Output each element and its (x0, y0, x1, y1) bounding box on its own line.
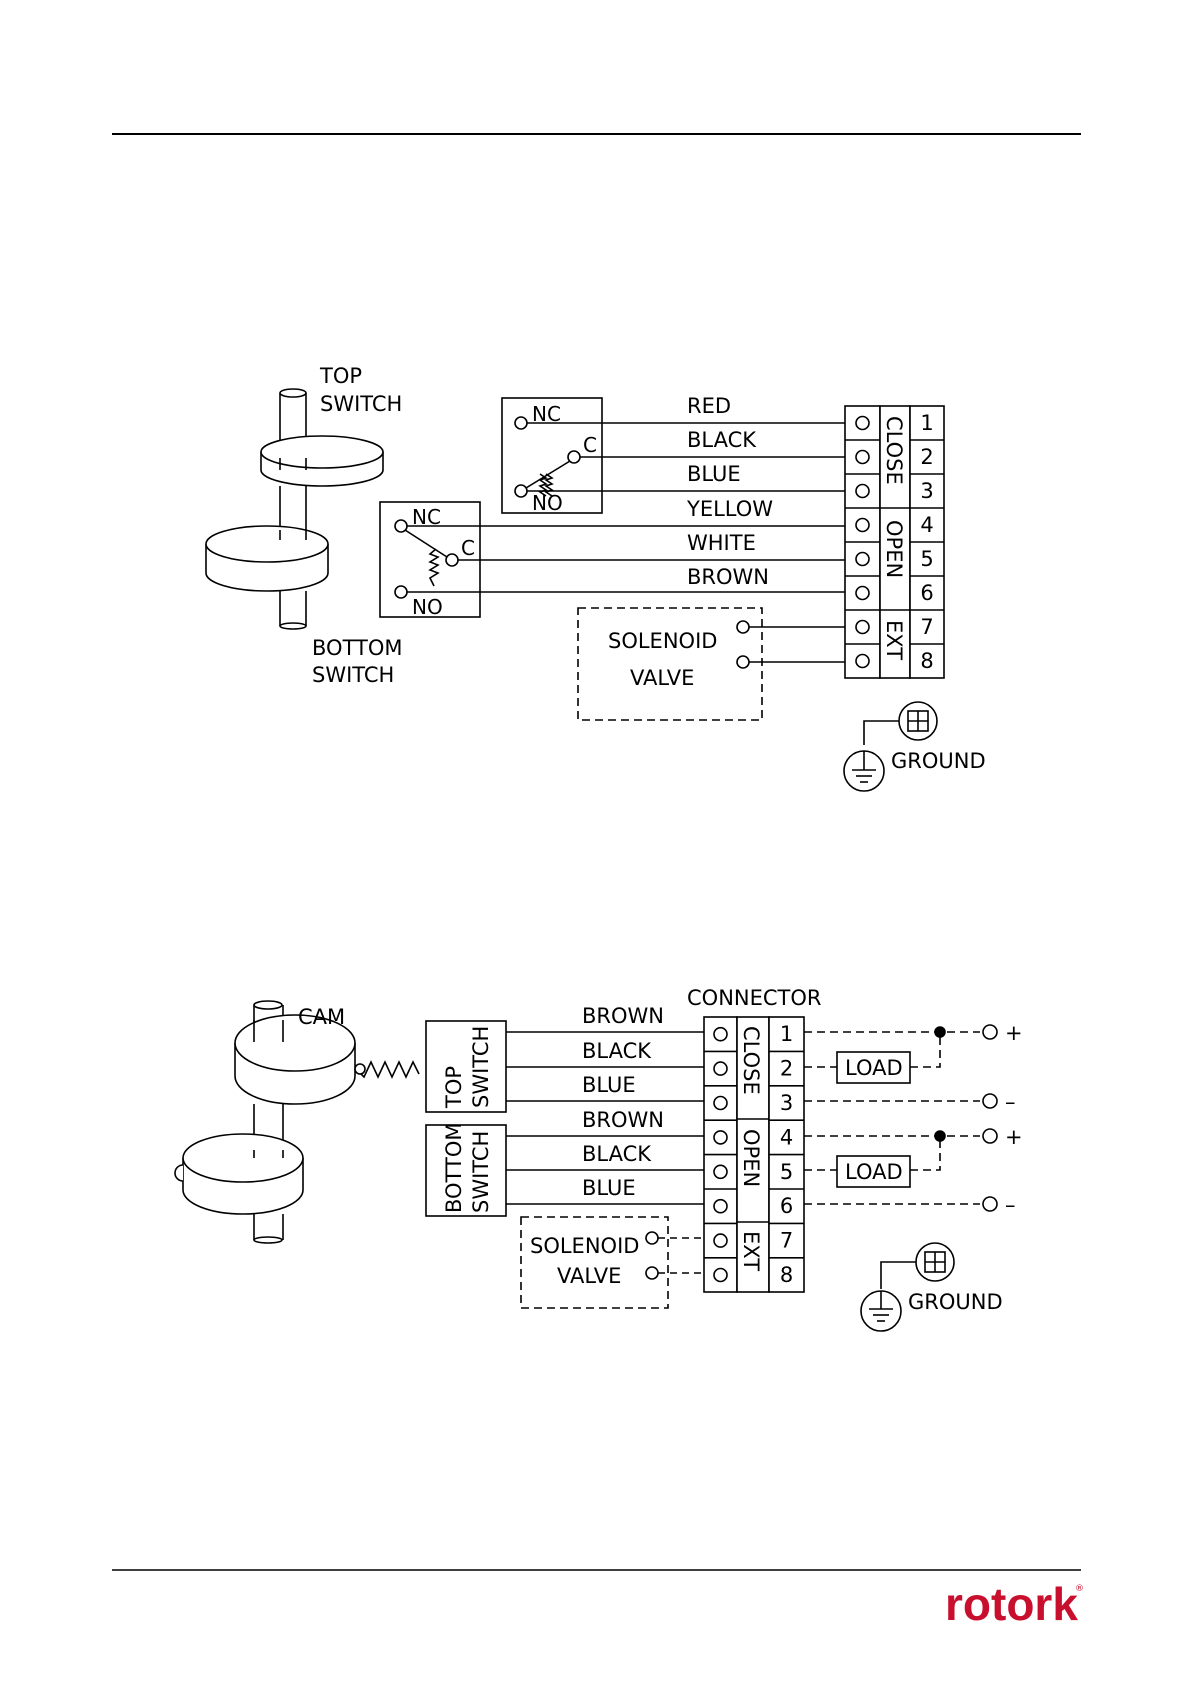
terminal-number-2: 2 (920, 445, 933, 469)
wire-label-2-5: BLACK (582, 1142, 652, 1166)
switch-stack-illustration-2 (175, 1001, 419, 1243)
bottom-box-nc: NC (412, 505, 441, 529)
top-switch-box-2 (426, 1021, 506, 1112)
rotork-logo: rotork ® (945, 1578, 1084, 1630)
bottom-switch-label-2: SWITCH (312, 663, 394, 687)
terminal-screw-7 (714, 1234, 727, 1247)
terminal-number-5: 5 (920, 547, 933, 571)
terminal-number-4: 4 (920, 513, 933, 537)
terminal-screw-1 (856, 417, 869, 430)
wire-label-2-2: BLACK (582, 1039, 652, 1063)
bottom-box-no: NO (412, 595, 443, 619)
terminal-number-6: 6 (920, 581, 933, 605)
terminal-screw-6 (714, 1200, 727, 1213)
terminal-screw-2 (856, 451, 869, 464)
plus-label-1: + (1005, 1021, 1023, 1045)
solenoid-label-2b: VALVE (557, 1264, 621, 1288)
bottom-switch-label-1: BOTTOM (312, 636, 403, 660)
group-close-1: CLOSE (882, 416, 906, 485)
diagram-1-labels: TOP SWITCH BOTTOM SWITCH NC C NO NC C NO… (312, 364, 986, 773)
top-switch-label-2: SWITCH (320, 392, 402, 416)
diagram-2-labels: CAM CONNECTOR TOP SWITCH BOTTOM SWITCH B… (298, 986, 1023, 1314)
terminal-number-8: 8 (920, 649, 933, 673)
wire-label-brown: BROWN (687, 565, 769, 589)
terminal-number-3: 3 (780, 1091, 793, 1115)
terminal-screw-6 (856, 587, 869, 600)
terminal-number-7: 7 (920, 615, 933, 639)
wire-label-2-4: BROWN (582, 1108, 664, 1132)
terminal-screw-3 (714, 1097, 727, 1110)
bottom-box-c: C (461, 536, 475, 560)
minus-label-1: – (1005, 1090, 1016, 1114)
bottom-switch-label-a: BOTTOM (442, 1122, 466, 1213)
ground-label-2: GROUND (908, 1290, 1003, 1314)
plus-label-2: + (1005, 1125, 1023, 1149)
cam-label: CAM (298, 1005, 345, 1029)
terminal-screw-8 (856, 655, 869, 668)
terminal-screw-8 (714, 1269, 727, 1282)
wire-label-red: RED (687, 394, 731, 418)
solenoid-label-2: VALVE (630, 666, 694, 690)
solenoid-box-1 (578, 608, 762, 720)
wire-label-2-6: BLUE (582, 1176, 636, 1200)
terminal-screw-5 (856, 553, 869, 566)
load-label-2: LOAD (845, 1160, 903, 1184)
load-label-1: LOAD (845, 1056, 903, 1080)
minus-label-2: – (1005, 1193, 1016, 1217)
wire-label-blue: BLUE (687, 462, 741, 486)
terminal-screw-3 (856, 485, 869, 498)
group-close-2: CLOSE (739, 1026, 763, 1095)
solenoid-label-1: SOLENOID (608, 629, 717, 653)
group-ext-1: EXT (882, 620, 906, 660)
terminal-number-4: 4 (780, 1125, 793, 1149)
terminal-screw-5 (714, 1165, 727, 1178)
wire-label-2-3: BLUE (582, 1073, 636, 1097)
group-open-1: OPEN (882, 520, 906, 578)
top-switch-label-1: TOP (319, 364, 362, 388)
logo-registered: ® (1075, 1584, 1084, 1594)
solenoid-box-2 (521, 1217, 668, 1308)
top-box-nc: NC (532, 402, 561, 426)
top-box-no: NO (532, 491, 563, 515)
group-ext-2: EXT (739, 1231, 763, 1271)
group-open-2: OPEN (739, 1129, 763, 1187)
solenoid-label-2a: SOLENOID (530, 1234, 639, 1258)
terminal-number-2: 2 (780, 1057, 793, 1081)
ground-symbol-2 (861, 1243, 954, 1331)
bottom-switch-box-2 (426, 1125, 506, 1216)
wire-label-yellow: YELLOW (686, 497, 773, 521)
wire-label-black: BLACK (687, 428, 757, 452)
wire-label-white: WHITE (687, 531, 756, 555)
bottom-switch-label-b: SWITCH (469, 1131, 493, 1213)
logo-text: rotork (945, 1578, 1078, 1630)
connector-label: CONNECTOR (687, 986, 822, 1010)
terminal-screw-4 (856, 519, 869, 532)
terminal-screw-7 (856, 621, 869, 634)
ground-symbol-1 (844, 702, 937, 791)
top-switch-label-a: TOP (442, 1066, 466, 1109)
terminal-number-5: 5 (780, 1160, 793, 1184)
terminal-number-1: 1 (780, 1022, 793, 1046)
terminal-screw-4 (714, 1131, 727, 1144)
top-switch-label-b: SWITCH (469, 1026, 493, 1108)
terminal-number-1: 1 (920, 411, 933, 435)
terminal-screw-2 (714, 1062, 727, 1075)
wire-label-2-1: BROWN (582, 1004, 664, 1028)
switch-stack-illustration-1 (206, 389, 383, 629)
ground-label-1: GROUND (891, 749, 986, 773)
terminal-number-6: 6 (780, 1194, 793, 1218)
terminal-number-3: 3 (920, 479, 933, 503)
top-box-c: C (583, 433, 597, 457)
wiring-diagram-1 (206, 389, 944, 791)
terminal-screw-1 (714, 1028, 727, 1041)
terminal-number-8: 8 (780, 1263, 793, 1287)
terminal-number-7: 7 (780, 1229, 793, 1253)
